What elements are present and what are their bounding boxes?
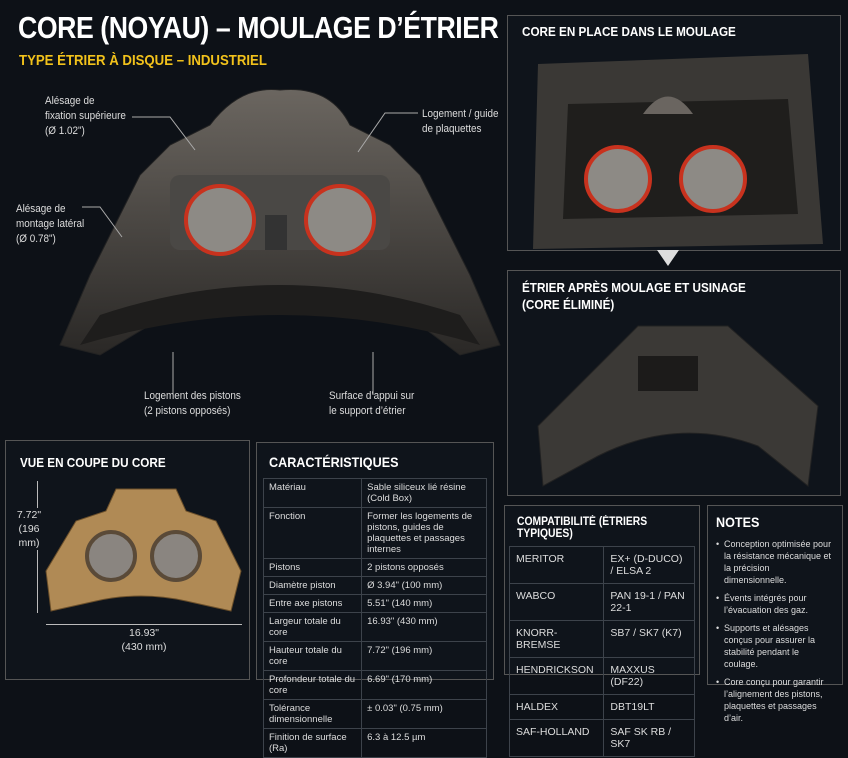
value-cell: Ø 3.94" (100 mm) [361, 576, 487, 595]
label-cell: HENDRICKSON [508, 657, 605, 695]
value-cell: Former les logements de pistons, guides … [361, 507, 487, 559]
value-cell: 16.93" (430 mm) [361, 612, 487, 642]
table-row: Tolérance dimensionnelle± 0.03" (0.75 mm… [262, 699, 487, 729]
core-section-image [45, 488, 242, 612]
note-item: Évents intégrés pour l’évacuation des ga… [716, 592, 834, 616]
notes-title: NOTES [716, 514, 760, 530]
label-cell: Pistons [262, 558, 363, 577]
label-cell: HALDEX [508, 694, 605, 720]
value-cell: 6.69" (170 mm) [361, 670, 487, 700]
value-cell: PAN 19-1 / PAN 22-1 [603, 583, 695, 621]
label-cell: Finition de surface (Ra) [262, 728, 363, 758]
caliper-core-image [59, 88, 501, 356]
label-cell: SAF-HOLLAND [508, 719, 605, 757]
table-row: Finition de surface (Ra)6.3 à 12.5 µm [262, 728, 487, 758]
value-cell: 6.3 à 12.5 µm [361, 728, 487, 758]
label-cell: MERITOR [508, 546, 605, 584]
mold-image [533, 54, 823, 249]
value-cell: 2 pistons opposés [361, 558, 487, 577]
width-dimension: 16.93"(430 mm) [121, 627, 167, 653]
notes-panel: NOTES Conception optimisée pour la résis… [707, 505, 843, 723]
label-cell: Matériau [262, 478, 363, 508]
value-cell: EX+ (D-DUCO) / ELSA 2 [603, 546, 695, 584]
value-cell: MAXXUS (DF22) [603, 657, 695, 695]
width-dimension-line [46, 624, 242, 625]
arrow-down-icon [657, 250, 679, 266]
panel-title: CORE EN PLACE DANS LE MOULAGE [522, 24, 736, 39]
value-cell: 7.72" (196 mm) [361, 641, 487, 671]
specs-title: CARACTÉRISTIQUES [269, 454, 399, 470]
cast-caliper-image [537, 325, 819, 487]
core-in-mold-panel: CORE EN PLACE DANS LE MOULAGE [507, 15, 841, 251]
label-cell: Profondeur totale du core [262, 670, 363, 700]
label-cell: Entre axe pistons [262, 594, 363, 613]
label-cell: Tolérance dimensionnelle [262, 699, 363, 729]
page-subtitle: TYPE ÉTRIER À DISQUE – INDUSTRIEL [19, 52, 267, 69]
callout-lines [82, 112, 418, 395]
section-title: VUE EN COUPE DU CORE [20, 455, 166, 470]
label-cell: Diamètre piston [262, 576, 363, 595]
value-cell: Sable siliceux lié résine (Cold Box) [361, 478, 487, 508]
note-item: Supports et alésages conçus pour assurer… [716, 622, 834, 670]
section-view-panel: VUE EN COUPE DU CORE 7.72"(196 mm) 16.93… [5, 440, 250, 680]
note-item: Core conçu pour garantir l’alignement de… [716, 676, 834, 724]
label-cell: KNORR-BREMSE [508, 620, 605, 658]
label-cell: WABCO [508, 583, 605, 621]
value-cell: ± 0.03" (0.75 mm) [361, 699, 487, 729]
label-cell: Fonction [262, 507, 363, 559]
note-item: Conception optimisée pour la résistance … [716, 538, 834, 586]
label-cell: Hauteur totale du core [262, 641, 363, 671]
height-dimension: 7.72"(196 mm) [8, 508, 50, 550]
compat-panel: COMPATIBILITÉ (ÉTRIERS TYPIQUES) MERITOR… [504, 505, 700, 757]
value-cell: DBT19LT [603, 694, 695, 720]
value-cell: SB7 / SK7 (K7) [603, 620, 695, 658]
compat-title: COMPATIBILITÉ (ÉTRIERS TYPIQUES) [517, 516, 648, 540]
label-cell: Largeur totale du core [262, 612, 363, 642]
page-title: CORE (NOYAU) – MOULAGE D’ÉTRIER [18, 10, 499, 45]
after-casting-panel: ÉTRIER APRÈS MOULAGE ET USINAGE(CORE ÉLI… [507, 270, 841, 496]
panel-title: ÉTRIER APRÈS MOULAGE ET USINAGE(CORE ÉLI… [522, 280, 746, 312]
value-cell: SAF SK RB / SK7 [603, 719, 695, 757]
callout-piston-housing: Logement des pistons(2 pistons opposés) [144, 390, 241, 417]
value-cell: 5.51" (140 mm) [361, 594, 487, 613]
